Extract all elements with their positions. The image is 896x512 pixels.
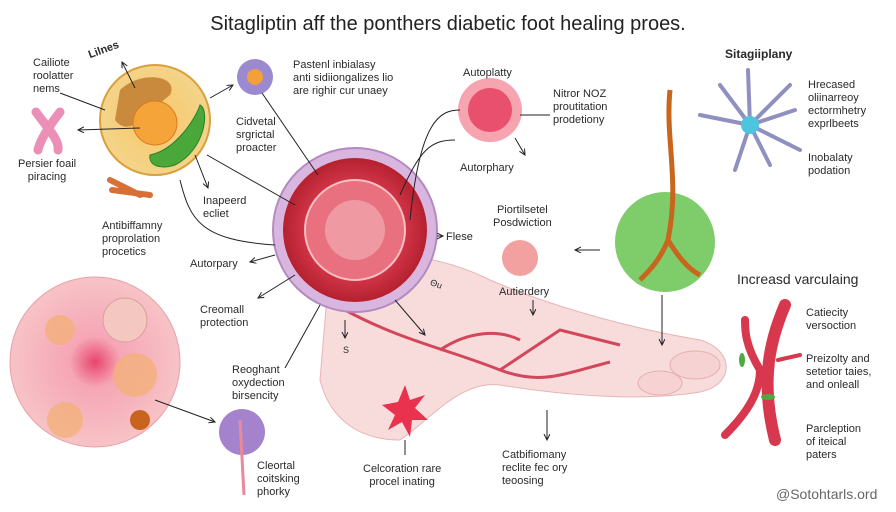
tissue-illustration — [9, 276, 181, 448]
red-burst-icon — [382, 385, 428, 437]
connector-lines — [59, 62, 662, 455]
vessel-cross-section — [272, 147, 438, 313]
cell-illustration — [31, 64, 211, 198]
label-increasd: Increasd varculaing — [737, 271, 859, 287]
platelet-illustration — [502, 240, 538, 276]
label-s: S — [343, 345, 350, 355]
label-autorphary: Autorphary — [460, 162, 514, 174]
page-title: Sitagliptin aff the ponthers diabetic fo… — [210, 13, 686, 35]
label-sitagiiplany: Sitagiiplany — [725, 47, 793, 61]
neuron-illustration — [698, 68, 802, 172]
label-flese: Flese — [446, 231, 473, 243]
watermark: @Sotohtarls.ord — [776, 486, 878, 502]
label-autoplatty: Autoplatty — [463, 67, 512, 79]
nerve-fiber — [638, 89, 702, 282]
foot-illustration — [319, 254, 727, 441]
blood-vessel-illustration — [721, 299, 802, 446]
label-autierdery: Autierdery — [499, 286, 550, 298]
spiky-cell-illustration — [458, 78, 522, 142]
label-autorpary: Autorpary — [190, 258, 238, 270]
